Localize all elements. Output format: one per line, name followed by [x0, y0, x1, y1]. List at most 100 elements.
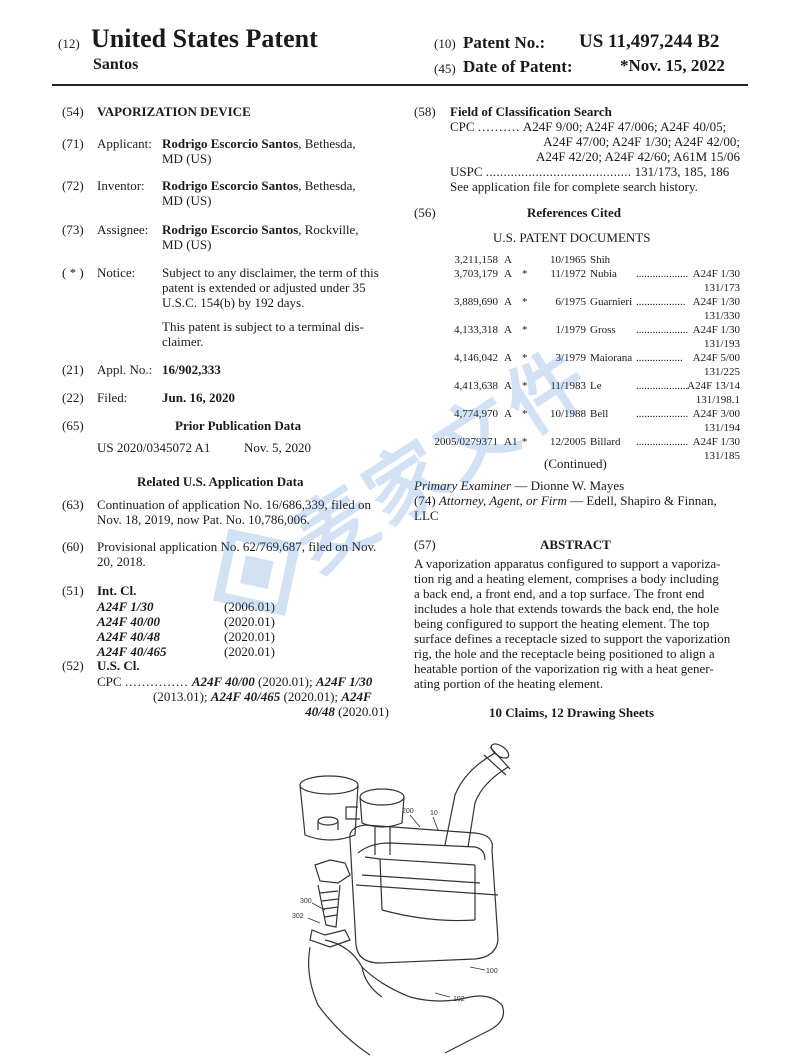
- reference-star: *: [522, 352, 528, 364]
- int-cl-row: A24F 40/465 (2020.01): [97, 644, 307, 659]
- reference-kind: A: [504, 296, 512, 308]
- appl-no-label: Appl. No.:: [97, 362, 153, 377]
- inventor-label: Inventor:: [97, 178, 145, 193]
- reference-number: 3,703,179: [454, 268, 498, 280]
- mouthpiece-tube: [444, 743, 511, 848]
- reference-class: A24F 3/00: [692, 408, 740, 420]
- us-cl-version: (2020.01);: [258, 674, 313, 689]
- inid-72: (72): [62, 178, 84, 193]
- continuation-line: Nov. 18, 2019, now Pat. No. 10,786,006.: [97, 512, 310, 527]
- inventor-name: Rodrigo Escorcio Santos: [162, 178, 299, 193]
- reference-row: 4,413,638A*11/1983Le....................…: [414, 380, 740, 408]
- prior-publication-date: Nov. 5, 2020: [244, 440, 312, 455]
- patent-no-label: Patent No.:: [463, 33, 546, 52]
- reference-date: 1/1979: [555, 324, 586, 336]
- field-of-search-cpc: CPC .......... A24F 9/00; A24F 47/006; A…: [450, 119, 740, 194]
- field-cpc-label: CPC: [450, 119, 475, 134]
- ref-numeral-102: 102: [453, 996, 465, 1003]
- inid-10: (10): [434, 36, 456, 51]
- int-cl-version: (2020.01): [224, 644, 275, 659]
- references-cited-heading: References Cited: [527, 205, 621, 220]
- inventor-location: , Bethesda,: [298, 178, 356, 193]
- inid-21: (21): [62, 362, 84, 377]
- abstract-line: heatable portion of the vaporization rig…: [414, 661, 714, 676]
- int-cl-class: A24F 40/00: [97, 614, 160, 629]
- reference-subclass: 131/173: [703, 282, 740, 294]
- reference-number: 4,413,638: [454, 380, 498, 392]
- heating-element: [309, 859, 351, 948]
- banger-joint: [345, 788, 405, 855]
- assignee-state: MD (US): [162, 237, 212, 252]
- continuation-line: Continuation of application No. 16/686,3…: [97, 497, 372, 512]
- us-cl-line: CPC ............... A24F 40/00 (2020.01)…: [97, 674, 389, 689]
- reference-name: Maiorana: [590, 352, 633, 364]
- abstract-line: being configured to support the heating …: [414, 616, 710, 631]
- notice-label: Notice:: [97, 265, 136, 280]
- int-cl-class: A24F 40/48: [97, 629, 160, 644]
- reference-subclass: 131/225: [703, 366, 740, 378]
- primary-examiner-label: Primary Examiner: [414, 478, 512, 493]
- ref-numeral-300: 300: [300, 898, 312, 905]
- us-cl-cpc-dots: ...............: [124, 674, 189, 689]
- reference-dots: ......................: [636, 268, 688, 280]
- field-of-search-heading: Field of Classification Search: [450, 104, 612, 119]
- reference-dots: ......................: [636, 436, 688, 448]
- reference-kind: A: [504, 352, 512, 364]
- int-cl-class: A24F 1/30: [97, 599, 154, 614]
- int-cl-version: (2020.01): [224, 629, 275, 644]
- notice-line: Subject to any disclaimer, the term of t…: [162, 265, 379, 280]
- attorney: (74) Attorney, Agent, or Firm — Edell, S…: [414, 493, 740, 523]
- reference-class: A24F 1/30: [692, 296, 740, 308]
- field-see-application: See application file for complete search…: [450, 179, 698, 194]
- notice-line: claimer.: [162, 334, 204, 349]
- provisional-line: 20, 2018.: [97, 554, 146, 569]
- assignee-label: Assignee:: [97, 222, 149, 237]
- us-cl-label: U.S. Cl.: [97, 658, 140, 673]
- reference-date: 10/1965: [549, 254, 586, 266]
- abstract-line: ating portion of the heating element.: [414, 676, 604, 691]
- ref-numeral-200: 200: [402, 808, 414, 815]
- assignee-value: Rodrigo Escorcio Santos, Rockville, MD (…: [162, 222, 359, 252]
- inid-52: (52): [62, 658, 84, 673]
- us-cl-cpc: CPC ............... A24F 40/00 (2020.01)…: [97, 674, 389, 719]
- provisional-text: Provisional application No. 62/769,687, …: [97, 539, 376, 569]
- reference-kind: A: [504, 380, 512, 392]
- abstract-line: surface defines a receptacle sized to su…: [414, 631, 731, 646]
- hand-outline: [308, 939, 505, 1056]
- reference-date: 11/1983: [550, 380, 586, 392]
- reference-number: 3,889,690: [454, 296, 498, 308]
- reference-dots: .........................: [636, 408, 688, 420]
- applicant-label: Applicant:: [97, 136, 152, 151]
- field-uspc-value: 131/173, 185, 186: [634, 164, 730, 179]
- ref-numeral-302: 302: [292, 913, 304, 920]
- reference-number: 3,211,158: [454, 254, 498, 266]
- inid-22: (22): [62, 390, 84, 405]
- continuation-text: Continuation of application No. 16/686,3…: [97, 497, 371, 527]
- int-cl-row: A24F 40/48 (2020.01): [97, 629, 307, 644]
- reference-number: 2005/0279371: [434, 436, 498, 448]
- glass-cup: [299, 775, 359, 841]
- reference-name: Nubia: [590, 268, 617, 280]
- int-cl-row: A24F 1/30 (2006.01): [97, 599, 307, 614]
- reference-name: Bell: [590, 408, 609, 420]
- notice-text: Subject to any disclaimer, the term of t…: [162, 265, 390, 349]
- reference-date: 11/1972: [550, 268, 586, 280]
- applicant-value: Rodrigo Escorcio Santos, Bethesda, MD (U…: [162, 136, 356, 166]
- field-cpc-classes: A24F 9/00; A24F 47/006; A24F 40/05;: [522, 119, 727, 134]
- reference-date: 3/1979: [555, 352, 586, 364]
- reference-number: 4,146,042: [454, 352, 498, 364]
- abstract-line: a back end, a front end, and a top surfa…: [414, 586, 705, 601]
- inid-57: (57): [414, 537, 436, 552]
- inventor-value: Rodrigo Escorcio Santos, Bethesda, MD (U…: [162, 178, 356, 208]
- leader-lines: [307, 814, 486, 998]
- reference-star: *: [522, 324, 528, 336]
- reference-number: 4,774,970: [454, 408, 498, 420]
- appl-no: 16/902,333: [162, 362, 221, 377]
- notice-line: patent is extended or adjusted under 35: [162, 280, 366, 295]
- inid-12: (12): [58, 36, 80, 51]
- reference-star: *: [522, 268, 528, 280]
- inid-60: (60): [62, 539, 84, 554]
